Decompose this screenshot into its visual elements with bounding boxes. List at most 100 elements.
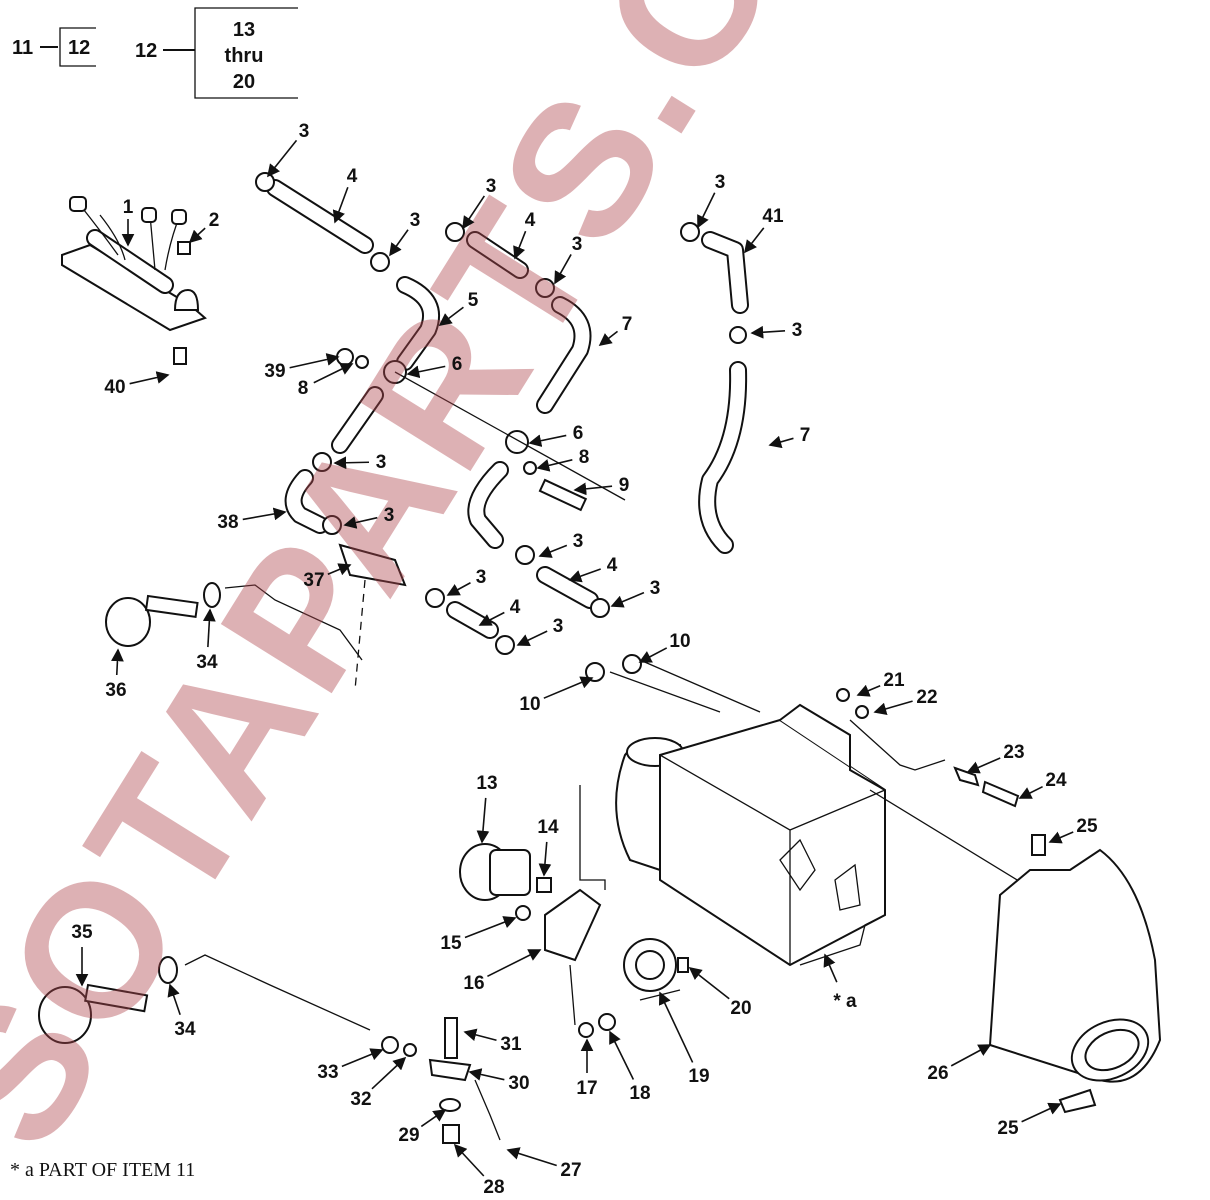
leader-arrow <box>950 1044 992 1067</box>
leader-arrow <box>267 139 298 178</box>
callout-number: 3 <box>573 531 584 552</box>
leader-arrow <box>478 611 505 626</box>
leader-arrow <box>420 1109 447 1128</box>
callout-number: 17 <box>576 1078 597 1099</box>
header-item-11-box: 12 <box>68 37 90 59</box>
callout-number: 21 <box>883 670 905 691</box>
callout-number: 40 <box>104 377 125 398</box>
leader-arrow <box>609 1030 635 1080</box>
callout-number: 3 <box>486 176 497 197</box>
callout-number: 13 <box>476 773 497 794</box>
callout-number: 30 <box>508 1073 529 1094</box>
leader-arrow <box>438 306 464 326</box>
callout-number: 4 <box>525 210 536 231</box>
callout-number: 6 <box>573 423 584 444</box>
header-item-12: 12 <box>135 40 157 62</box>
header-box-line1: 13 <box>233 19 255 41</box>
header-box-line2: thru <box>225 45 264 67</box>
callout-number: 24 <box>1045 770 1067 791</box>
callout-number: 39 <box>264 361 285 382</box>
callout-number: 32 <box>350 1089 371 1110</box>
leader-arrow <box>513 230 527 260</box>
callout-number: 41 <box>762 206 784 227</box>
callout-number: 3 <box>572 234 583 255</box>
leader-arrow <box>487 949 542 978</box>
callout-number: 3 <box>715 172 726 193</box>
leader-arrow <box>333 456 370 470</box>
callout-number: 20 <box>730 998 751 1019</box>
leader-arrow <box>573 482 613 496</box>
callout-number: 2 <box>209 210 220 231</box>
leader-arrow <box>506 1147 557 1167</box>
leader-arrow <box>389 229 409 257</box>
callout-number: 33 <box>317 1062 338 1083</box>
leader-arrow <box>966 757 1001 774</box>
callout-number: 10 <box>669 631 690 652</box>
leader-arrow <box>341 1048 384 1068</box>
callout-number: 7 <box>622 314 633 335</box>
callout-number: 38 <box>217 512 238 533</box>
callout-number: 16 <box>463 973 484 994</box>
callout-number: 5 <box>468 290 479 311</box>
leader-arrow <box>568 568 601 583</box>
callout-number: 3 <box>553 616 564 637</box>
callout-number: 31 <box>500 1034 522 1055</box>
callout-number: 25 <box>997 1118 1019 1139</box>
callout-number: 27 <box>560 1160 581 1181</box>
header-hierarchy: 11 12 12 13 thru 20 <box>12 7 298 99</box>
callout-number: 14 <box>537 817 559 838</box>
callout-number: 37 <box>303 570 324 591</box>
leader-arrow <box>873 700 913 716</box>
leader-arrow <box>167 983 181 1016</box>
leader-arrow <box>468 1068 505 1081</box>
leader-arrow <box>543 676 594 699</box>
leader-arrow <box>598 330 619 346</box>
leader-arrow <box>476 797 490 844</box>
leader-arrow <box>406 365 446 379</box>
leader-arrow <box>343 516 378 529</box>
leader-arrow <box>638 647 668 663</box>
leader-arrow <box>536 459 573 472</box>
leader-arrow <box>1048 831 1074 844</box>
callout-number: * a <box>833 991 857 1012</box>
leader-arrow <box>446 582 471 596</box>
footnote: * a PART OF ITEM 11 <box>10 1159 195 1181</box>
leader-arrow <box>111 648 124 676</box>
callout-number: 3 <box>384 505 395 526</box>
leader-arrow <box>823 953 838 983</box>
header-item-11: 11 <box>12 37 33 59</box>
callout-number: 10 <box>519 694 540 715</box>
leader-arrow <box>463 1028 497 1042</box>
leader-arrow <box>462 195 486 230</box>
callout-number: 4 <box>607 555 618 576</box>
leader-arrow <box>610 591 645 608</box>
callout-number: 18 <box>629 1083 650 1104</box>
callout-number: 3 <box>792 320 803 341</box>
callout-number: 4 <box>347 166 358 187</box>
leader-arrow <box>332 186 349 224</box>
callout-number: 23 <box>1003 742 1024 763</box>
leader-arrow <box>242 507 287 521</box>
callout-number: 4 <box>510 597 521 618</box>
callout-number: 15 <box>440 933 462 954</box>
callout-number: 3 <box>376 452 387 473</box>
parts-artwork <box>38 172 1162 1144</box>
callout-number: 19 <box>688 1066 709 1087</box>
leader-arrow <box>1021 1102 1062 1123</box>
leader-arrow <box>688 967 730 1000</box>
leader-arrow <box>768 435 794 449</box>
leader-arrow <box>464 916 517 939</box>
leader-arrow <box>202 608 216 648</box>
leader-arrow <box>289 353 340 369</box>
callout-number: 35 <box>71 922 93 943</box>
leader-arrow <box>453 1143 485 1177</box>
leader-arrow <box>856 684 881 697</box>
callout-number: 29 <box>398 1125 419 1146</box>
callout-number: 34 <box>196 652 218 673</box>
callout-number: 36 <box>105 680 126 701</box>
callout-number: 8 <box>579 447 590 468</box>
callout-number: 34 <box>174 1019 196 1040</box>
callout-number: 6 <box>452 354 463 375</box>
leader-arrow <box>371 1056 407 1090</box>
leader-arrow <box>538 544 568 558</box>
